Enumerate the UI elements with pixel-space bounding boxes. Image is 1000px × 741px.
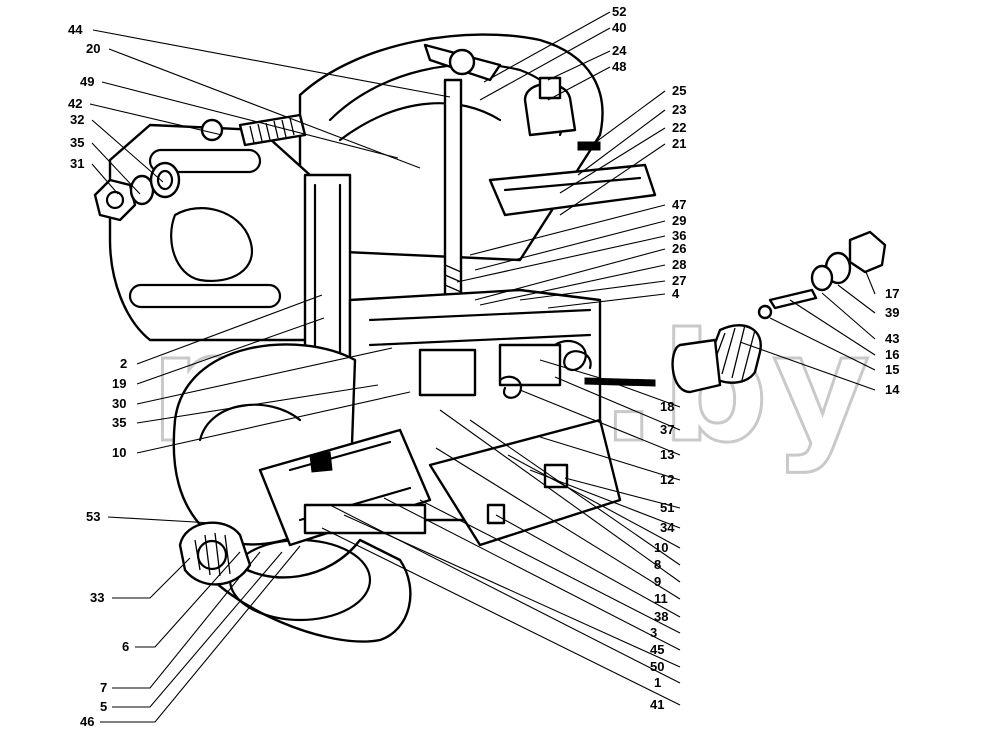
part-label: 19 [112,376,126,391]
part-label: 29 [672,213,686,228]
part-label: 46 [80,714,94,729]
part-label: 48 [612,59,626,74]
part-label: 31 [70,156,84,171]
part-label: 14 [885,382,900,397]
part-label: 2 [120,356,127,371]
part-label: 42 [68,96,82,111]
part-label: 25 [672,83,686,98]
part-label: 1 [654,675,661,690]
part-label: 6 [122,639,129,654]
part-label: 28 [672,257,686,272]
part-label: 37 [660,422,674,437]
part-label: 45 [650,642,664,657]
part-label: 53 [86,509,100,524]
part-label: 38 [654,609,668,624]
part-label: 35 [70,135,84,150]
part-label: 9 [654,574,661,589]
part-label: 20 [86,41,100,56]
part-label: 52 [612,4,626,19]
part-label: 13 [660,447,674,462]
part-label: 17 [885,286,899,301]
part-label: 10 [654,540,668,555]
part-label: 15 [885,362,899,377]
part-label: 51 [660,500,674,515]
part-label: 36 [672,228,686,243]
part-label: 12 [660,472,674,487]
part-label: 47 [672,197,686,212]
part-label: 34 [660,520,675,535]
part-label: 24 [612,43,627,58]
part-label: 22 [672,120,686,135]
part-label: 33 [90,590,104,605]
part-label: 41 [650,697,664,712]
part-label: 8 [654,557,661,572]
part-label: 4 [672,286,680,301]
part-label: 40 [612,20,626,35]
part-label: 49 [80,74,94,89]
part-label: 35 [112,415,126,430]
part-label: 16 [885,347,899,362]
part-label: 44 [68,22,83,37]
part-label: 11 [654,591,668,606]
part-label: 39 [885,305,899,320]
leader-lines [89,11,876,723]
part-label: 5 [100,699,107,714]
part-labels: 44 20 49 42 32 35 31 52 40 24 48 25 23 2… [68,4,900,729]
part-label: 18 [660,399,674,414]
part-label: 26 [672,241,686,256]
part-label: 50 [650,659,664,674]
part-label: 43 [885,331,899,346]
part-label: 23 [672,102,686,117]
part-label: 3 [650,625,657,640]
assembly-drawing [93,33,887,643]
part-label: 32 [70,112,84,127]
part-label: 10 [112,445,126,460]
part-label: 7 [100,680,107,695]
part-label: 27 [672,273,686,288]
part-label: 30 [112,396,126,411]
part-label: 21 [672,136,686,151]
